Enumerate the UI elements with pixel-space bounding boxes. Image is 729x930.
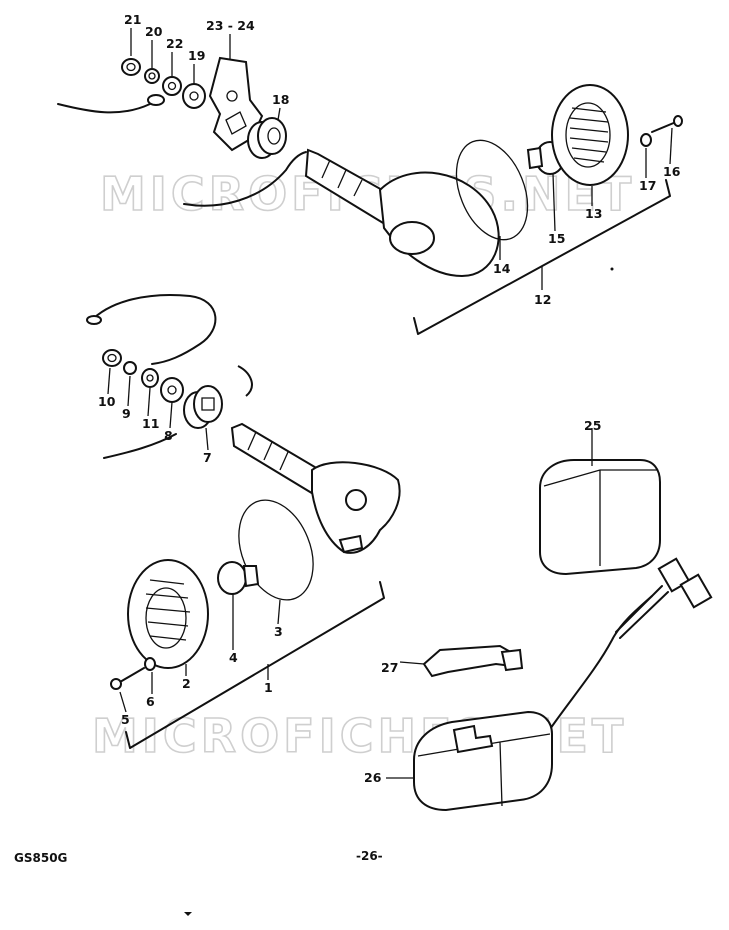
callout-27: 27 bbox=[381, 660, 398, 675]
callout-3: 3 bbox=[274, 624, 283, 639]
callout-25: 25 bbox=[584, 418, 601, 433]
callout-17: 17 bbox=[639, 178, 656, 193]
callout-11: 11 bbox=[142, 416, 159, 431]
wire-lower-loop bbox=[89, 294, 217, 365]
wire-lower-bottom bbox=[103, 433, 177, 459]
footer-model: GS850G bbox=[14, 851, 67, 865]
callout-7: 7 bbox=[203, 450, 212, 465]
part-27-switch bbox=[399, 644, 524, 678]
part-8-washer bbox=[160, 377, 184, 403]
wire-terminal-upper bbox=[147, 94, 165, 106]
callout-22: 22 bbox=[166, 36, 183, 51]
part-20-lock-washer bbox=[144, 68, 160, 84]
part-10-nut bbox=[102, 349, 122, 367]
callout-labels: 21 20 22 19 23 - 24 18 16 17 13 15 14 12… bbox=[98, 12, 681, 785]
callout-20: 20 bbox=[145, 24, 163, 39]
part-26-harness-unit bbox=[386, 557, 713, 812]
part-5-screw bbox=[110, 667, 145, 690]
callout-16: 16 bbox=[663, 164, 681, 179]
part-9-lock-washer bbox=[123, 361, 137, 375]
part-25-relay bbox=[539, 428, 661, 576]
callout-6: 6 bbox=[146, 694, 155, 709]
callout-2: 2 bbox=[182, 676, 191, 691]
callout-14: 14 bbox=[493, 261, 511, 276]
assembly-bracket-12 bbox=[413, 179, 671, 335]
scan-speck-bottom bbox=[184, 912, 192, 916]
wire-upper-left bbox=[57, 103, 151, 114]
part-17-washer bbox=[640, 133, 652, 147]
assembly-bracket-1 bbox=[125, 581, 385, 749]
part-3-gasket bbox=[238, 499, 314, 601]
callout-8: 8 bbox=[164, 428, 173, 443]
harness-cable bbox=[547, 595, 653, 733]
part-21-nut bbox=[121, 58, 141, 76]
part-6-washer bbox=[144, 657, 156, 671]
callout-19: 19 bbox=[188, 48, 205, 63]
callout-23-24: 23 - 24 bbox=[206, 18, 255, 33]
callout-18: 18 bbox=[272, 92, 289, 107]
part-19-washer bbox=[182, 83, 206, 109]
scan-speck bbox=[610, 267, 614, 271]
callout-15: 15 bbox=[548, 231, 565, 246]
wire-upper-lower bbox=[183, 151, 307, 207]
part-22-washer bbox=[162, 76, 182, 96]
callout-10: 10 bbox=[98, 394, 116, 409]
upper-turn-signal-assembly bbox=[57, 56, 683, 335]
part-16-screw bbox=[651, 115, 683, 133]
part-14-gasket bbox=[455, 139, 529, 241]
connector-a bbox=[657, 557, 691, 593]
part-12-housing bbox=[304, 148, 500, 278]
part-lower-housing bbox=[230, 365, 401, 554]
part-23-24-bracket bbox=[208, 56, 264, 152]
part-2-lens bbox=[127, 559, 209, 669]
callout-13: 13 bbox=[585, 206, 602, 221]
callout-5: 5 bbox=[121, 712, 130, 727]
callout-1: 1 bbox=[264, 680, 273, 695]
callout-12: 12 bbox=[534, 292, 551, 307]
part-11-washer bbox=[141, 368, 159, 388]
part-7-grommet bbox=[183, 385, 223, 429]
lower-turn-signal-assembly bbox=[86, 294, 401, 749]
callout-21: 21 bbox=[124, 12, 141, 27]
callout-26: 26 bbox=[364, 770, 382, 785]
part-13-lens bbox=[551, 84, 629, 186]
footer-page-number: -26- bbox=[356, 849, 383, 863]
part-4-bulb bbox=[217, 561, 260, 595]
callout-9: 9 bbox=[122, 406, 131, 421]
part-18-grommet bbox=[247, 117, 287, 159]
wire-terminal-lower bbox=[86, 315, 102, 325]
connector-b bbox=[679, 573, 713, 609]
callout-4: 4 bbox=[229, 650, 238, 665]
